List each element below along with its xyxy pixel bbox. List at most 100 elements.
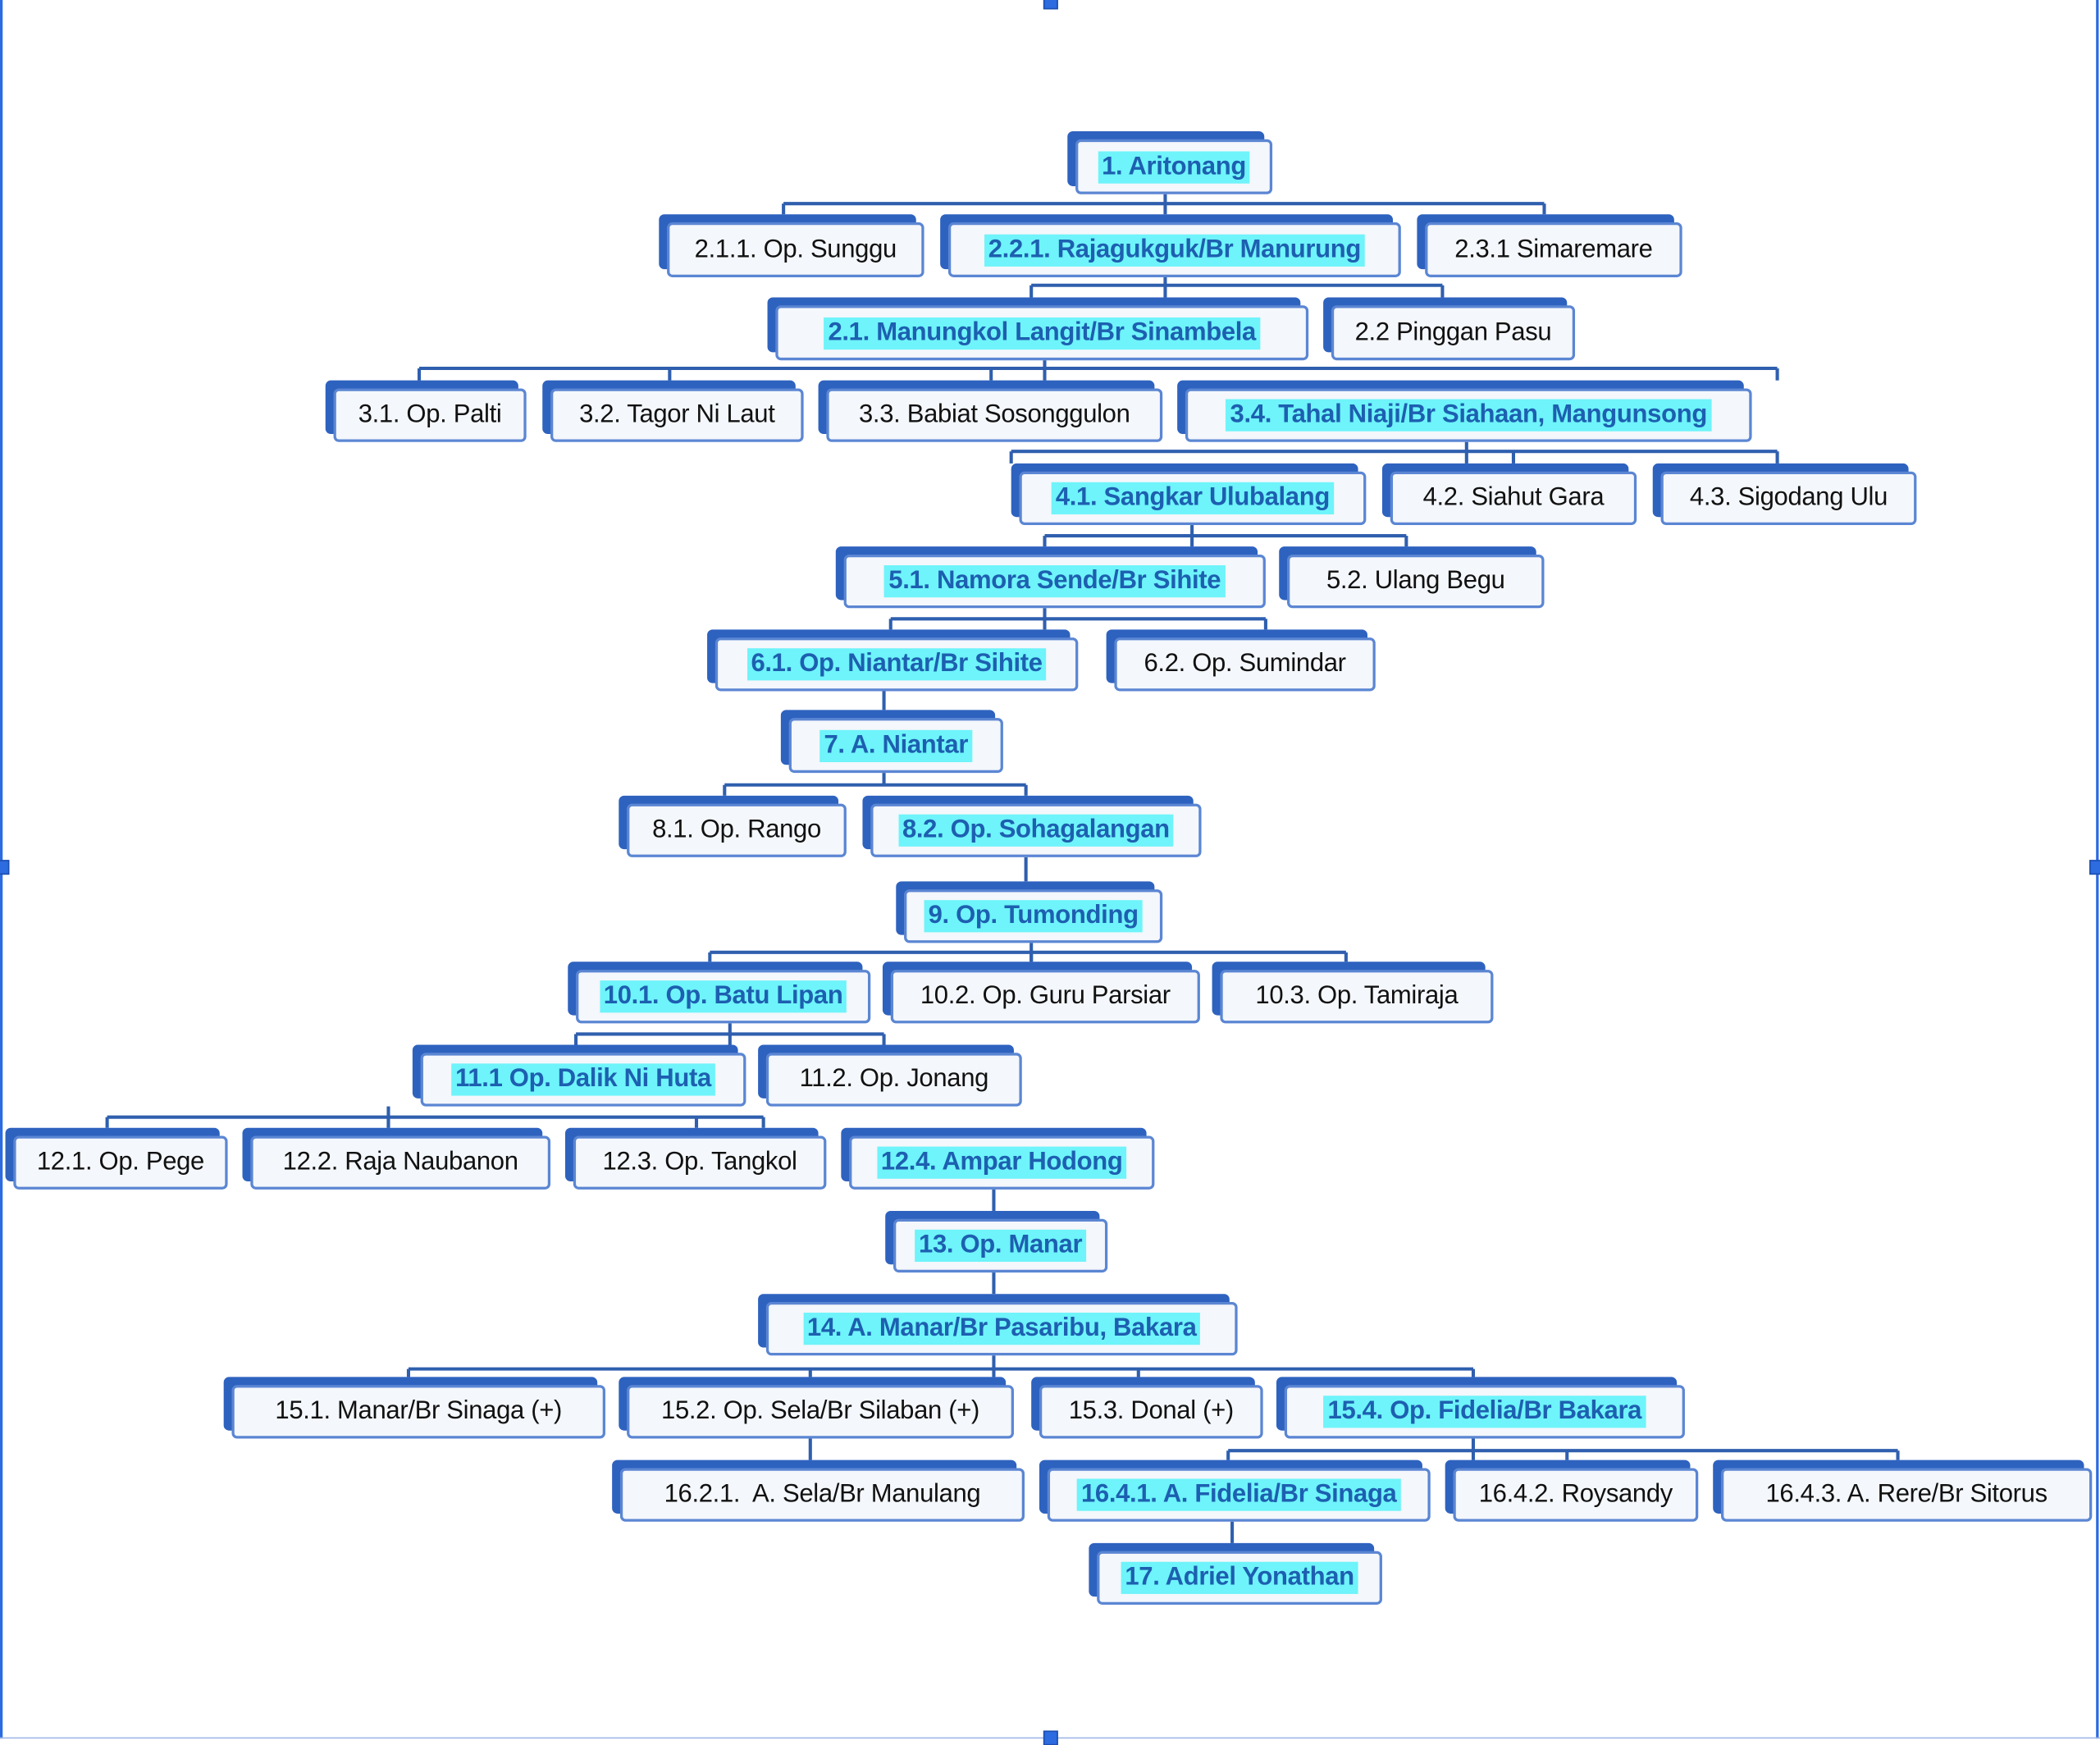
tree-node[interactable]: 9. Op. Tumonding [896,881,1163,943]
tree-node[interactable]: 2.2.1. Rajagukguk/Br Manurung [940,214,1401,277]
tree-node[interactable]: 16.4.1. A. Fidelia/Br Sinaga [1039,1459,1431,1522]
node-box: 16.4.1. A. Fidelia/Br Sinaga [1047,1468,1431,1522]
node-box: 2.1. Manungkol Langit/Br Sinambela [775,305,1309,361]
tree-node[interactable]: 15.2. Op. Sela/Br Silaban (+) [619,1377,1014,1439]
node-box: 4.1. Sangkar Ulubalang [1019,471,1367,526]
tree-node[interactable]: 4.3. Sigodang Ulu [1652,463,1917,526]
node-label: 7. A. Niantar [819,729,972,762]
tree-node[interactable]: 3.4. Tahal Niaji/Br Siahaan, Mangunsong [1177,380,1752,442]
tree-node[interactable]: 4.2. Siahut Gara [1381,463,1637,526]
node-box: 12.3. Op. Tangkol [573,1135,827,1190]
tree-node[interactable]: 17. Adriel Yonathan [1089,1542,1382,1605]
node-label: 2.1.1. Op. Sunggu [694,235,897,263]
node-label: 2.2.1. Rajagukguk/Br Manurung [984,233,1365,267]
tree-node[interactable]: 12.3. Op. Tangkol [564,1127,827,1190]
node-box: 13. Op. Manar [893,1218,1108,1273]
node-box: 6.2. Op. Sumindar [1114,637,1376,692]
node-label: 2.3.1 Simaremare [1454,235,1653,263]
resize-handle-right[interactable] [2089,860,2100,875]
node-label: 10.1. Op. Batu Lipan [599,980,847,1013]
tree-node[interactable]: 2.2 Pinggan Pasu [1323,297,1576,361]
tree-node[interactable]: 3.3. Babiat Sosonggulon [818,380,1163,442]
tree-node[interactable]: 16.4.2. Roysandy [1445,1459,1699,1522]
node-box: 15.2. Op. Sela/Br Silaban (+) [627,1385,1014,1439]
tree-node[interactable]: 5.2. Ulang Begu [1279,546,1545,609]
node-box: 3.2. Tagor Ni Laut [550,388,804,442]
node-box: 3.3. Babiat Sosonggulon [826,388,1163,442]
tree-node[interactable]: 2.3.1 Simaremare [1417,214,1682,277]
tree-node[interactable]: 1. Aritonang [1067,131,1273,194]
tree-node[interactable]: 15.1. Manar/Br Sinaga (+) [223,1377,605,1439]
node-box: 3.4. Tahal Niaji/Br Siahaan, Mangunsong [1185,388,1752,442]
tree-node[interactable]: 7. A. Niantar [780,710,1003,774]
node-label: 5.2. Ulang Begu [1326,566,1505,595]
node-box: 1. Aritonang [1075,139,1273,194]
node-label: 12.1. Op. Pege [36,1148,204,1176]
node-label: 3.1. Op. Palti [358,400,502,429]
node-box: 12.4. Ampar Hodong [849,1135,1155,1190]
node-box: 11.2. Op. Jonang [765,1053,1022,1107]
node-box: 2.3.1 Simaremare [1425,222,1682,277]
node-label: 10.3. Op. Tamiraja [1255,981,1459,1011]
tree-node[interactable]: 8.1. Op. Rango [619,795,847,857]
node-box: 10.3. Op. Tamiraja [1220,970,1494,1024]
tree-node[interactable]: 2.1.1. Op. Sunggu [659,214,924,277]
tree-node[interactable]: 10.3. Op. Tamiraja [1212,962,1494,1024]
node-box: 16.2.1. A. Sela/Br Manulang [619,1468,1025,1522]
node-box: 2.1.1. Op. Sunggu [667,222,924,277]
node-box: 15.1. Manar/Br Sinaga (+) [231,1385,605,1439]
tree-node[interactable]: 11.1 Op. Dalik Ni Huta [412,1044,746,1107]
tree-node[interactable]: 15.4. Op. Fidelia/Br Bakara [1276,1377,1685,1439]
node-label: 15.2. Op. Sela/Br Silaban (+) [661,1396,980,1426]
node-box: 17. Adriel Yonathan [1097,1551,1382,1605]
node-label: 16.2.1. A. Sela/Br Manulang [664,1480,981,1509]
tree-node[interactable]: 3.2. Tagor Ni Laut [542,380,804,442]
resize-handle-left[interactable] [0,860,10,875]
tree-node[interactable]: 14. A. Manar/Br Pasaribu, Bakara [758,1294,1238,1356]
tree-node[interactable]: 11.2. Op. Jonang [758,1044,1022,1107]
tree-node[interactable]: 10.1. Op. Batu Lipan [568,962,871,1024]
node-label: 10.2. Op. Guru Parsiar [920,981,1171,1011]
node-label: 2.2 Pinggan Pasu [1354,317,1552,347]
node-label: 5.1. Namora Sende/Br Sihite [884,564,1226,598]
tree-node[interactable]: 6.2. Op. Sumindar [1106,629,1376,692]
tree-node[interactable]: 12.1. Op. Pege [5,1127,228,1190]
node-label: 17. Adriel Yonathan [1121,1561,1358,1594]
node-box: 15.3. Donal (+) [1039,1385,1263,1439]
node-box: 2.2 Pinggan Pasu [1331,305,1576,361]
node-label: 11.2. Op. Jonang [799,1064,989,1094]
node-label: 4.3. Sigodang Ulu [1689,483,1888,512]
tree-node[interactable]: 12.4. Ampar Hodong [841,1127,1155,1190]
node-label: 8.2. Op. Sohagalangan [898,814,1174,847]
node-box: 14. A. Manar/Br Pasaribu, Bakara [765,1301,1238,1356]
node-label: 8.1. Op. Rango [652,815,821,844]
node-box: 12.2. Raja Naubanon [250,1135,551,1190]
node-box: 11.1 Op. Dalik Ni Huta [420,1053,746,1107]
node-label: 16.4.2. Roysandy [1478,1480,1673,1509]
node-label: 14. A. Manar/Br Pasaribu, Bakara [803,1313,1201,1345]
node-box: 4.3. Sigodang Ulu [1660,471,1917,526]
node-box: 9. Op. Tumonding [904,889,1163,943]
tree-node[interactable]: 5.1. Namora Sende/Br Sihite [835,546,1266,609]
node-label: 3.4. Tahal Niaji/Br Siahaan, Mangunsong [1226,399,1711,432]
node-box: 16.4.2. Roysandy [1453,1468,1699,1522]
node-label: 13. Op. Manar [915,1229,1087,1263]
tree-node[interactable]: 4.1. Sangkar Ulubalang [1011,463,1367,526]
node-box: 4.2. Siahut Gara [1390,471,1637,526]
node-label: 2.1. Manungkol Langit/Br Sinambela [824,317,1260,349]
tree-node[interactable]: 16.2.1. A. Sela/Br Manulang [612,1459,1025,1522]
tree-node[interactable]: 6.1. Op. Niantar/Br Sihite [707,629,1079,692]
node-box: 16.4.3. A. Rere/Br Sitorus [1721,1468,2093,1522]
tree-node[interactable]: 13. Op. Manar [885,1210,1108,1273]
tree-node[interactable]: 3.1. Op. Palti [325,380,527,442]
node-box: 8.1. Op. Rango [627,803,847,857]
tree-node[interactable]: 10.2. Op. Guru Parsiar [882,962,1200,1024]
node-box: 12.1. Op. Pege [13,1135,228,1190]
tree-node[interactable]: 12.2. Raja Naubanon [242,1127,551,1190]
tree-node[interactable]: 16.4.3. A. Rere/Br Sitorus [1713,1459,2093,1522]
tree-node[interactable]: 15.3. Donal (+) [1031,1377,1263,1439]
tree-node[interactable]: 2.1. Manungkol Langit/Br Sinambela [767,297,1309,361]
tree-node[interactable]: 8.2. Op. Sohagalangan [862,795,1202,857]
resize-handle-top[interactable] [1043,0,1058,10]
node-label: 4.1. Sangkar Ulubalang [1051,482,1334,514]
